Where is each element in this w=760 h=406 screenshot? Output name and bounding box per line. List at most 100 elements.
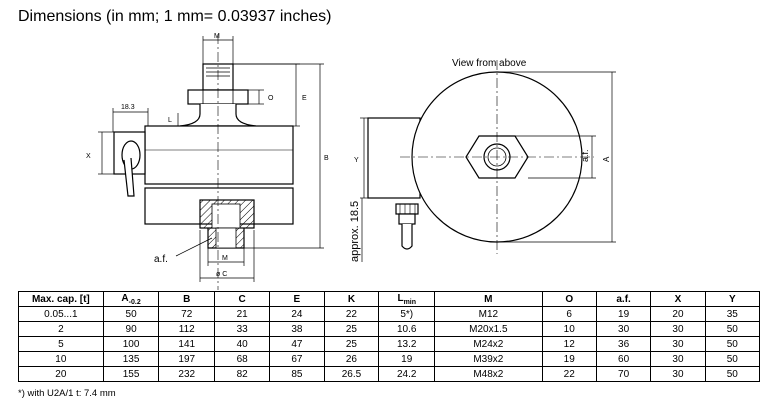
- cell-max-cap: 0.05...1: [18, 306, 104, 322]
- dim-af-right-label: a.f.: [580, 149, 590, 162]
- cell-X: 30: [650, 336, 706, 352]
- cell-A: 100: [102, 336, 160, 352]
- cell-M: M20x1.5: [434, 321, 543, 337]
- cell-E: 24: [269, 306, 325, 322]
- cell-L: 24.2: [378, 366, 436, 382]
- cell-M: M24x2: [434, 336, 543, 352]
- cell-Y: 50: [704, 321, 760, 337]
- cell-E: 47: [269, 336, 325, 352]
- cell-A: 90: [102, 321, 160, 337]
- footnote: *) with U2A/1 t: 7.4 mm: [18, 388, 116, 399]
- cell-E: 38: [269, 321, 325, 337]
- top-view-connector: [367, 117, 421, 199]
- cell-L: 5*): [378, 306, 436, 322]
- cell-af: 70: [595, 366, 652, 382]
- cell-K: 25: [323, 321, 380, 337]
- dim-af-left-label: a.f.: [154, 254, 168, 265]
- cell-E: 85: [269, 366, 325, 382]
- cell-X: 30: [650, 366, 706, 382]
- cell-max-cap: 2: [18, 321, 104, 337]
- col-header-af: a.f.: [595, 291, 652, 307]
- cable-icon: [123, 157, 135, 197]
- dim-M-bottom-label: M: [222, 255, 228, 262]
- cell-C: 68: [214, 351, 271, 367]
- col-header-K: K: [323, 291, 380, 307]
- cell-O: 10: [541, 321, 597, 337]
- top-view: [367, 60, 594, 254]
- cell-O: 19: [541, 351, 597, 367]
- cell-M: M48x2: [434, 366, 543, 382]
- dim-diam-C-label: ø C: [216, 271, 227, 278]
- cell-E: 67: [269, 351, 325, 367]
- cell-Y: 50: [704, 351, 760, 367]
- cell-X: 20: [650, 306, 706, 322]
- cell-A: 50: [102, 306, 160, 322]
- cell-X: 30: [650, 351, 706, 367]
- cell-C: 33: [214, 321, 271, 337]
- cell-O: 6: [541, 306, 597, 322]
- col-header-Y: Y: [704, 291, 760, 307]
- cell-C: 40: [214, 336, 271, 352]
- dimension-drawing: M 18.3 O E L X B a.f. M ø C View from ab…: [86, 33, 616, 290]
- dimension-table: Max. cap. [t] A-0.2 B C E K Lmin M O a.f…: [18, 291, 760, 382]
- dim-M-top-label: M: [214, 33, 220, 40]
- cell-max-cap: 20: [18, 366, 104, 382]
- col-header-O: O: [541, 291, 597, 307]
- cell-max-cap: 5: [18, 336, 104, 352]
- cell-K: 25: [323, 336, 380, 352]
- upper-body: [144, 125, 294, 185]
- cell-af: 19: [595, 306, 652, 322]
- dim-O-label: O: [268, 95, 274, 102]
- cell-L: 19: [378, 351, 436, 367]
- top-view-dimensions: [360, 71, 616, 262]
- cell-B: 141: [158, 336, 216, 352]
- dim-18-3-label: 18.3: [121, 104, 135, 111]
- cell-Y: 35: [704, 306, 760, 322]
- col-header-C: C: [214, 291, 271, 307]
- cell-af: 36: [595, 336, 652, 352]
- cell-A: 135: [102, 351, 160, 367]
- cell-C: 82: [214, 366, 271, 382]
- cell-C: 21: [214, 306, 271, 322]
- dim-E-label: E: [302, 95, 307, 102]
- cell-Y: 50: [704, 366, 760, 382]
- cell-M: M12: [434, 306, 543, 322]
- dim-B-label: B: [324, 155, 329, 162]
- col-header-X: X: [650, 291, 706, 307]
- page-title: Dimensions (in mm; 1 mm= 0.03937 inches): [18, 8, 332, 25]
- cell-af: 60: [595, 351, 652, 367]
- col-header-A: A-0.2: [102, 291, 160, 307]
- dim-A-label: A: [602, 156, 611, 162]
- cell-K: 26: [323, 351, 380, 367]
- cell-M: M39x2: [434, 351, 543, 367]
- col-header-L: Lmin: [378, 291, 436, 307]
- cell-X: 30: [650, 321, 706, 337]
- dim-L-label: L: [168, 117, 172, 124]
- cell-max-cap: 10: [18, 351, 104, 367]
- side-view-dimensions: [98, 36, 324, 282]
- cell-B: 112: [158, 321, 216, 337]
- cell-O: 22: [541, 366, 597, 382]
- cell-B: 232: [158, 366, 216, 382]
- dim-approx-label: approx. 18.5: [349, 201, 361, 262]
- col-header-max-cap: Max. cap. [t]: [18, 291, 104, 307]
- col-header-M: M: [434, 291, 543, 307]
- side-view: [113, 34, 294, 290]
- col-header-E: E: [269, 291, 325, 307]
- cell-B: 197: [158, 351, 216, 367]
- cell-O: 12: [541, 336, 597, 352]
- view-from-above-label: View from above: [452, 58, 527, 69]
- cell-L: 10.6: [378, 321, 436, 337]
- cell-Y: 50: [704, 336, 760, 352]
- cell-K: 22: [323, 306, 380, 322]
- cell-A: 155: [102, 366, 160, 382]
- cell-L: 13.2: [378, 336, 436, 352]
- cell-K: 26.5: [323, 366, 380, 382]
- dim-Y-label: Y: [354, 157, 359, 164]
- table-header-row: Max. cap. [t] A-0.2 B C E K Lmin M O a.f…: [18, 291, 760, 307]
